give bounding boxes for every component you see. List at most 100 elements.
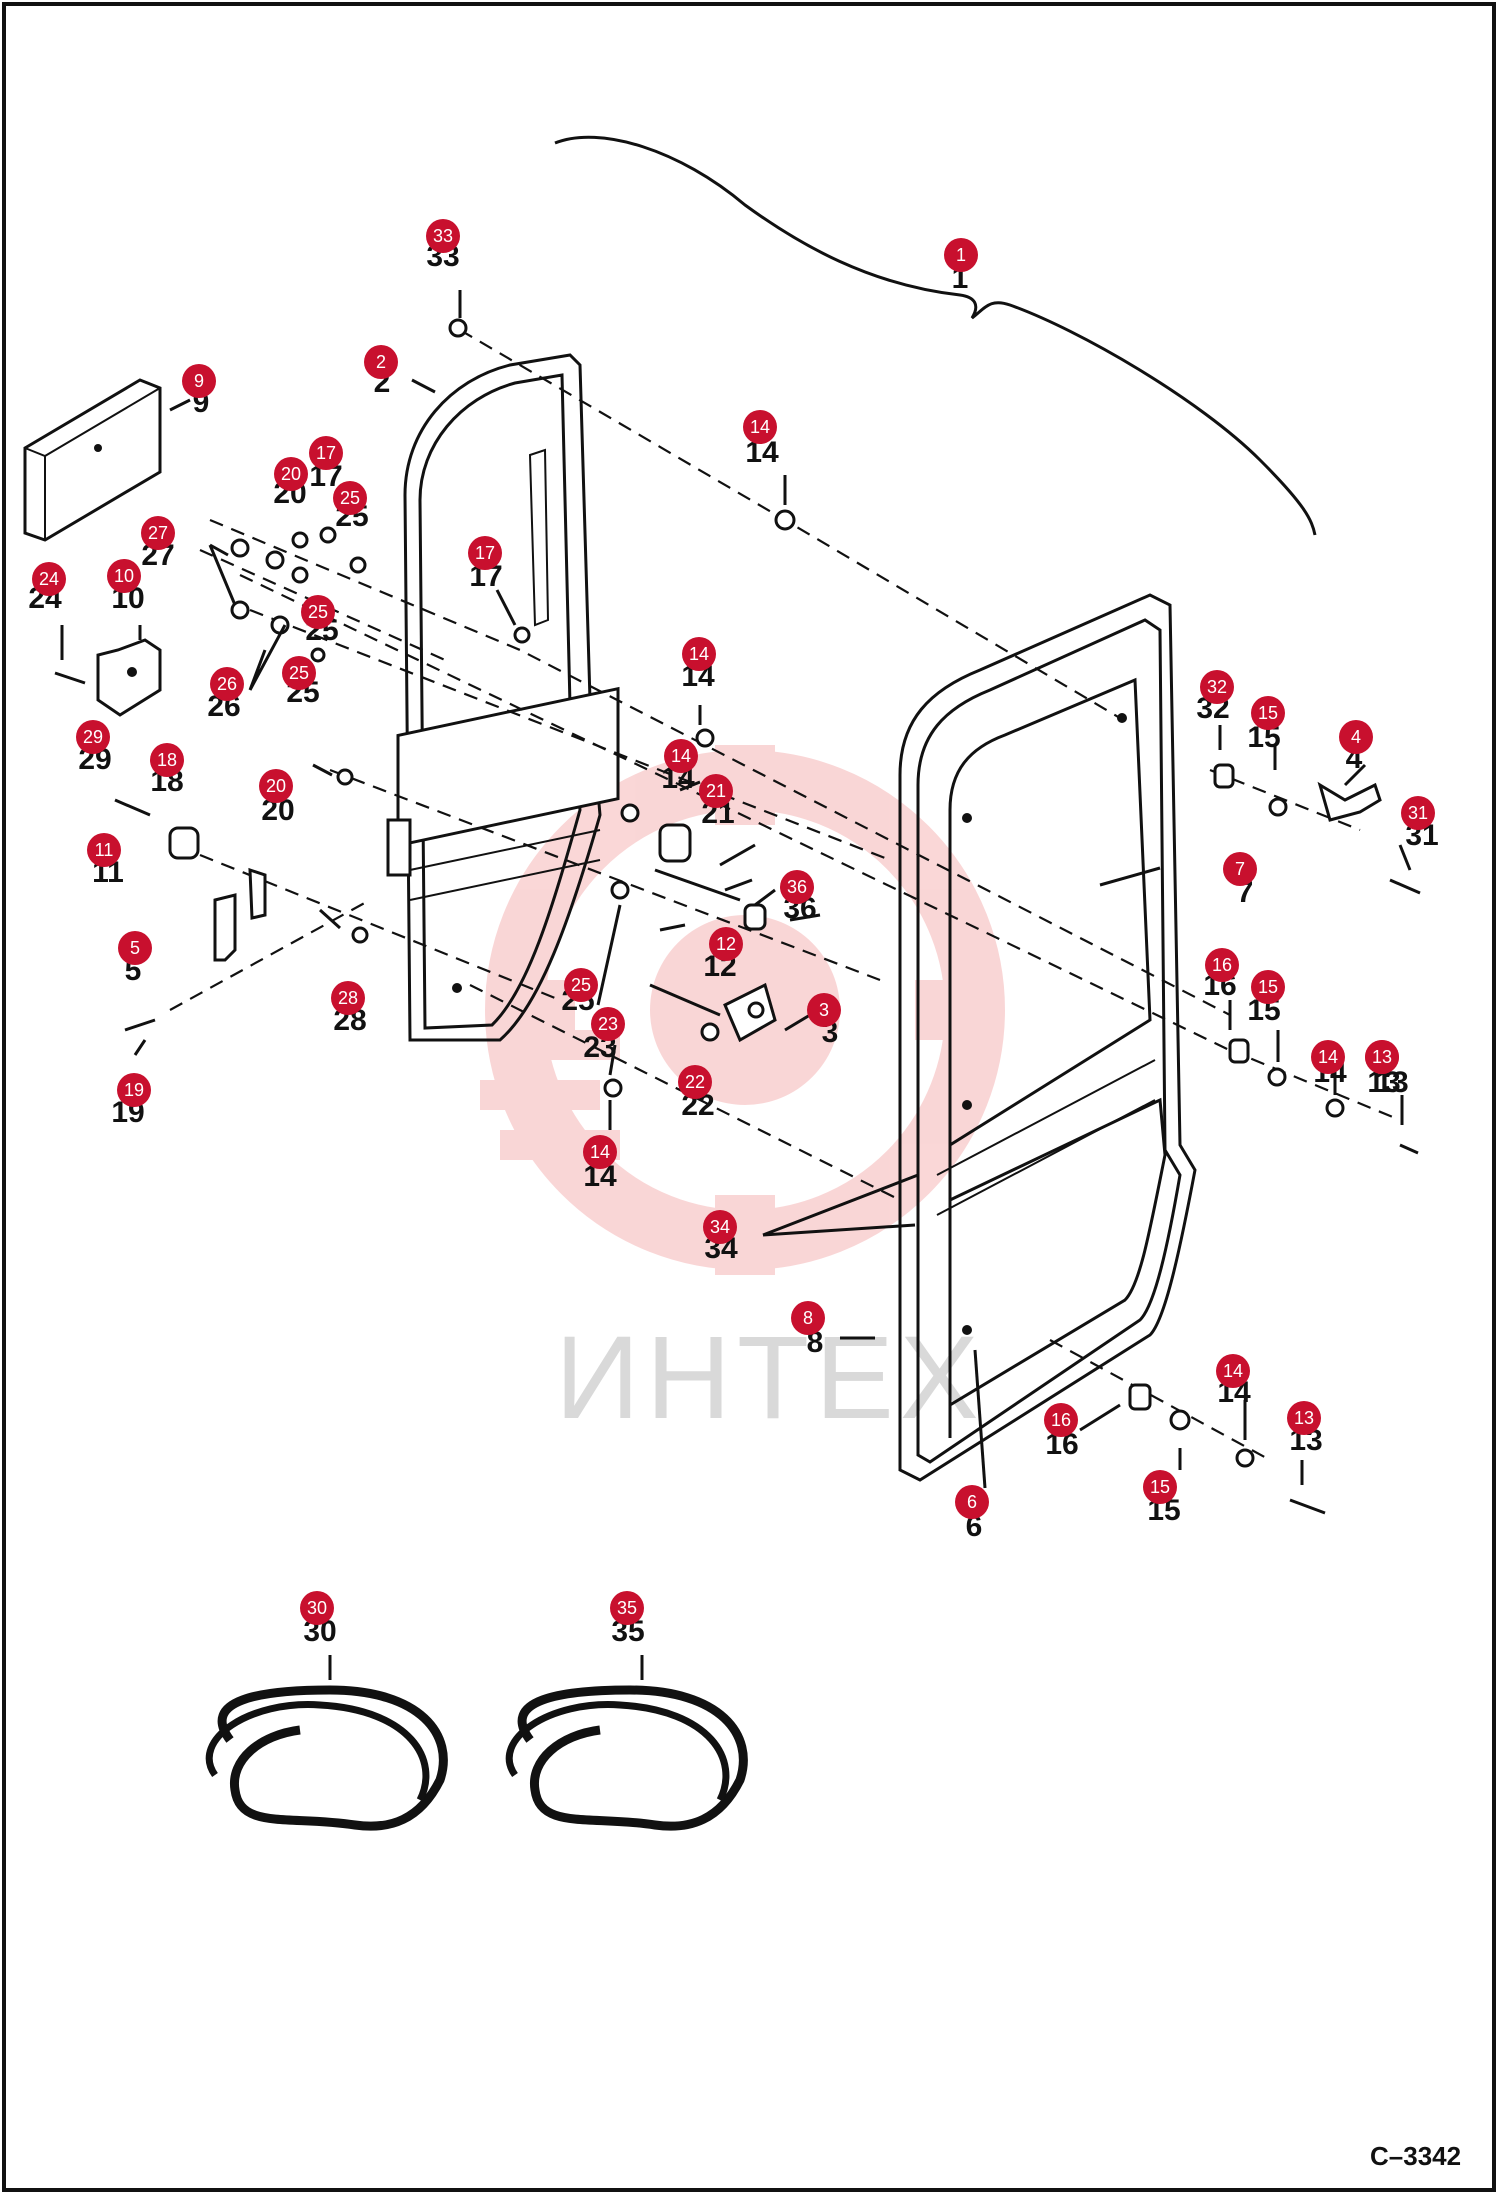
callout-badge: 25 — [564, 968, 598, 1002]
callout-badge: 15 — [1251, 970, 1285, 1004]
callout-badge: 8 — [791, 1301, 825, 1335]
callout-badge-number: 23 — [598, 1014, 618, 1034]
callout-badge-number: 15 — [1150, 1477, 1170, 1497]
part-door-glass — [898, 593, 1197, 1482]
callout-badge: 17 — [309, 436, 343, 470]
callout-badge-number: 9 — [194, 371, 204, 391]
callout-badge-number: 26 — [217, 674, 237, 694]
part-seal-rolls — [205, 1685, 748, 1831]
callout-badge: 23 — [591, 1007, 625, 1041]
part-bracket — [96, 638, 162, 717]
callout-badge-number: 21 — [706, 781, 726, 801]
callout-badge-number: 7 — [1235, 859, 1245, 879]
callout-badge: 13 — [1365, 1040, 1399, 1074]
callout-badge: 26 — [210, 667, 244, 701]
callout-badge-number: 12 — [716, 934, 736, 954]
callout-badge-number: 27 — [148, 523, 168, 543]
callout-badge: 5 — [118, 931, 152, 965]
callout-badge-number: 14 — [750, 417, 770, 437]
callout-badge: 13 — [1287, 1401, 1321, 1435]
callout-badge-number: 16 — [1051, 1410, 1071, 1430]
callout-badge: 2 — [364, 345, 398, 379]
callout-badge-number: 36 — [787, 877, 807, 897]
callout-badge: 14 — [682, 637, 716, 671]
callout-badge-number: 22 — [685, 1072, 705, 1092]
callout-badge: 7 — [1223, 852, 1257, 886]
callout-badge-number: 34 — [710, 1217, 730, 1237]
callout-badge-number: 20 — [266, 776, 286, 796]
callout-badge-number: 28 — [338, 988, 358, 1008]
callout-badge: 30 — [300, 1591, 334, 1625]
callout-badge-number: 18 — [157, 750, 177, 770]
callout-badge: 34 — [703, 1210, 737, 1244]
callout-badge: 14 — [583, 1135, 617, 1169]
callout-badge: 14 — [743, 410, 777, 444]
callout-badge-number: 14 — [1223, 1361, 1243, 1381]
callout-badge-number: 24 — [39, 569, 59, 589]
callout-badge: 25 — [333, 481, 367, 515]
callout-badge-number: 14 — [1318, 1047, 1338, 1067]
callout-badge: 33 — [426, 219, 460, 253]
callout-badge-number: 4 — [1351, 727, 1361, 747]
part-door-frame — [396, 353, 620, 1042]
callout-badge-number: 14 — [671, 746, 691, 766]
callout-badge-number: 13 — [1294, 1408, 1314, 1428]
callout-badge-number: 15 — [1258, 703, 1278, 723]
callout-badge: 21 — [699, 774, 733, 808]
callout-badge: 10 — [107, 559, 141, 593]
callout-badge: 14 — [1311, 1040, 1345, 1074]
callout-badge: 9 — [182, 364, 216, 398]
callout-badge: 24 — [32, 562, 66, 596]
drawing-code: C–3342 — [1370, 2141, 1461, 2171]
callout-badge: 35 — [610, 1591, 644, 1625]
watermark-text: ИНТЕХ — [555, 1312, 985, 1444]
callout-badge-number: 30 — [307, 1598, 327, 1618]
callout-badge: 19 — [117, 1073, 151, 1107]
callout-badge: 25 — [301, 595, 335, 629]
callout-badge: 36 — [780, 870, 814, 904]
callout-badge: 29 — [76, 720, 110, 754]
callout-badge-number: 35 — [617, 1598, 637, 1618]
callout-badge-number: 25 — [308, 602, 328, 622]
part-pad — [23, 378, 162, 542]
callout-badge: 14 — [664, 739, 698, 773]
callout-badge: 20 — [259, 769, 293, 803]
callout-badge: 4 — [1339, 720, 1373, 754]
callout-badge: 16 — [1205, 948, 1239, 982]
leader-lines — [60, 290, 1412, 1680]
callout-badge-number: 20 — [281, 464, 301, 484]
callout-badge: 6 — [955, 1485, 989, 1519]
callout-badge-number: 1 — [956, 245, 966, 265]
watermark-logo — [480, 745, 1005, 1275]
callout-badge: 31 — [1401, 796, 1435, 830]
callout-badge-number: 17 — [316, 443, 336, 463]
callout-badge-number: 25 — [340, 488, 360, 508]
callout-badge-number: 17 — [475, 543, 495, 563]
callout-badge-number: 16 — [1212, 955, 1232, 975]
callout-badge-number: 31 — [1408, 803, 1428, 823]
callout-badge-number: 19 — [124, 1080, 144, 1100]
callout-badge: 16 — [1044, 1403, 1078, 1437]
callout-badge: 15 — [1143, 1470, 1177, 1504]
callout-labels: 1122334455667788991010111112121313131313… — [28, 219, 1439, 1648]
callout-badge-number: 8 — [803, 1308, 813, 1328]
callout-badge: 22 — [678, 1065, 712, 1099]
callout-badge: 1 — [944, 238, 978, 272]
callout-badge-number: 14 — [689, 644, 709, 664]
callout-badge: 32 — [1200, 670, 1234, 704]
callout-badge-number: 5 — [130, 938, 140, 958]
callout-badge-number: 6 — [967, 1492, 977, 1512]
callout-badge-number: 2 — [376, 352, 386, 372]
callout-badge-number: 29 — [83, 727, 103, 747]
callout-badge-number: 15 — [1258, 977, 1278, 997]
callout-badge: 25 — [282, 656, 316, 690]
callout-badge: 17 — [468, 536, 502, 570]
callout-badge-number: 32 — [1207, 677, 1227, 697]
callout-badge-number: 25 — [289, 663, 309, 683]
callout-badge: 11 — [87, 833, 121, 867]
callout-badge-number: 33 — [433, 226, 453, 246]
callout-badge: 18 — [150, 743, 184, 777]
callout-badge: 28 — [331, 981, 365, 1015]
